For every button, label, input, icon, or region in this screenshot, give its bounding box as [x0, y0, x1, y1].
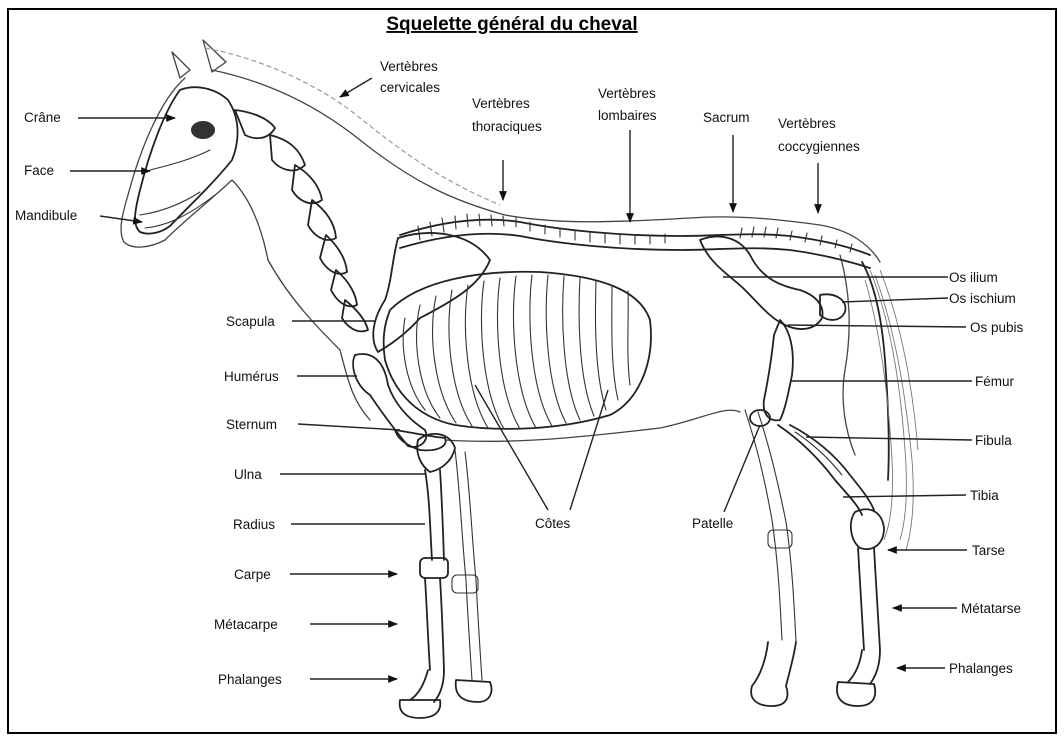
ear-left [172, 52, 190, 78]
label-patelle: Patelle [692, 516, 733, 531]
leader-tibia [843, 495, 966, 497]
label-carpe: Carpe [234, 567, 271, 582]
leader-cervicales [340, 78, 372, 97]
diagram-title: Squelette général du cheval [386, 14, 637, 35]
leader-patelle [724, 425, 760, 512]
throat-outline [268, 260, 370, 420]
label-humerus: Humérus [224, 369, 279, 384]
skull [135, 87, 238, 233]
label-ulna: Ulna [234, 467, 262, 482]
label-vertebres-lombaires-2: lombaires [598, 108, 657, 123]
label-vertebres-lombaires-1: Vertèbres [598, 86, 656, 101]
ear-right [203, 40, 226, 72]
label-vertebres-cervicales-1: Vertèbres [380, 59, 438, 74]
leader-os-pubis [788, 325, 966, 327]
label-sternum: Sternum [226, 417, 277, 432]
label-phalanges-arriere: Phalanges [949, 661, 1013, 676]
label-fibula: Fibula [975, 433, 1012, 448]
label-sacrum: Sacrum [703, 110, 750, 125]
label-tarse: Tarse [972, 543, 1005, 558]
mane [205, 48, 500, 205]
foreleg [353, 354, 491, 718]
label-metatarse: Métatarse [961, 601, 1021, 616]
label-scapula: Scapula [226, 314, 275, 329]
label-face: Face [24, 163, 54, 178]
orbit [191, 121, 215, 139]
hind-leg [745, 320, 884, 706]
jaw-outline [165, 180, 268, 260]
label-mandibule: Mandibule [15, 208, 77, 223]
cervical-vertebrae [235, 110, 368, 331]
label-metacarpe: Métacarpe [214, 617, 278, 632]
labels: Crâne Face Mandibule Vertèbres cervicale… [15, 59, 1024, 687]
label-os-pubis: Os pubis [970, 320, 1024, 335]
label-crane: Crâne [24, 110, 61, 125]
label-tibia: Tibia [970, 488, 999, 503]
leader-os-ischium [842, 298, 948, 302]
pelvis [700, 236, 845, 329]
label-vertebres-cervicales-2: cervicales [380, 80, 440, 95]
label-cotes: Côtes [535, 516, 571, 531]
head-top-outline [121, 78, 185, 247]
label-phalanges-avant: Phalanges [218, 672, 282, 687]
back-outline [212, 70, 880, 262]
label-os-ilium: Os ilium [949, 270, 998, 285]
label-vertebres-coccygiennes-1: Vertèbres [778, 116, 836, 131]
label-femur: Fémur [975, 374, 1015, 389]
label-vertebres-coccygiennes-2: coccygiennes [778, 139, 860, 154]
leader-sternum [298, 424, 400, 430]
leader-lines [70, 78, 972, 679]
label-vertebres-thoraciques-1: Vertèbres [472, 96, 530, 111]
rump-outline [840, 255, 855, 455]
label-vertebres-thoraciques-2: thoraciques [472, 119, 542, 134]
scapula [373, 233, 490, 352]
label-os-ischium: Os ischium [949, 291, 1016, 306]
label-radius: Radius [233, 517, 275, 532]
leader-cotes-1 [475, 385, 548, 510]
rib-cage [384, 272, 651, 429]
